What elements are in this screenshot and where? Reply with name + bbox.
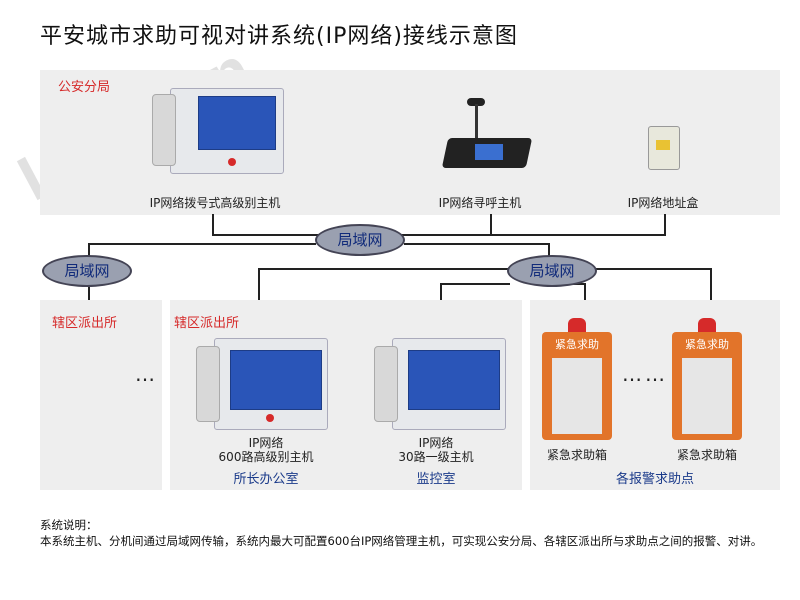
help-box-label: 紧急求助箱 [546, 448, 607, 462]
dial-host-device [152, 88, 284, 174]
help-box-device: 紧急求助 [542, 318, 612, 440]
notes-body: 本系统主机、分机间通过局域网传输，系统内最大可配置600台IP网络管理主机，可实… [40, 534, 763, 548]
page-title: 平安城市求助可视对讲系统(IP网络)接线示意图 [40, 24, 518, 49]
help-box-ellipsis: …… [622, 362, 668, 386]
host-600-room: 所长办公室 [233, 472, 299, 487]
station-ellipsis: … [135, 362, 158, 386]
notes-heading: 系统说明： [40, 518, 98, 532]
help-box-device: 紧急求助 [672, 318, 742, 440]
host-30-line2: 30路一级主机 [398, 450, 474, 464]
left-station-drop [88, 286, 90, 308]
help-point-group-label: 各报警求助点 [615, 472, 694, 487]
left-branch-line [88, 243, 90, 257]
bureau-bus-line [212, 234, 666, 236]
bureau-bus-line [212, 214, 214, 236]
right-bus-line [440, 283, 510, 285]
left-station-panel [40, 300, 162, 490]
system-notes: 系统说明： 本系统主机、分机间通过局域网传输，系统内最大可配置600台IP网络管… [40, 517, 770, 549]
host-600-line2: 600路高级别主机 [218, 450, 314, 464]
right-branch-line [404, 243, 550, 245]
help-box-label: 紧急求助箱 [676, 448, 737, 462]
host-30-line1: IP网络 [418, 436, 454, 450]
left-station-label: 辖区派出所 [52, 316, 118, 331]
host-30-room: 监控室 [416, 472, 456, 487]
right-bus-line [710, 268, 712, 318]
center-lan-node: 局域网 [315, 224, 405, 256]
left-lan-node: 局域网 [42, 255, 132, 287]
paging-console-device [441, 92, 535, 170]
address-box-label: IP网络地址盒 [627, 196, 699, 210]
bureau-label: 公安分局 [58, 80, 111, 95]
address-box-device [648, 126, 680, 170]
host-600-device [196, 338, 328, 430]
left-branch-line [88, 243, 316, 245]
help-box-screen-text: 紧急求助 [555, 338, 599, 351]
host-30-device [374, 338, 506, 430]
dial-host-label: IP网络拨号式高级别主机 [149, 196, 281, 210]
right-bus-line [258, 268, 508, 270]
bureau-bus-line [664, 214, 666, 236]
main-station-label: 辖区派出所 [174, 316, 240, 331]
right-bus-line [596, 268, 712, 270]
bureau-bus-line [490, 214, 492, 236]
right-branch-line [548, 243, 550, 257]
help-box-screen-text: 紧急求助 [685, 338, 729, 351]
paging-host-label: IP网络寻呼主机 [438, 196, 522, 210]
right-lan-node: 局域网 [507, 255, 597, 287]
host-600-line1: IP网络 [248, 436, 284, 450]
